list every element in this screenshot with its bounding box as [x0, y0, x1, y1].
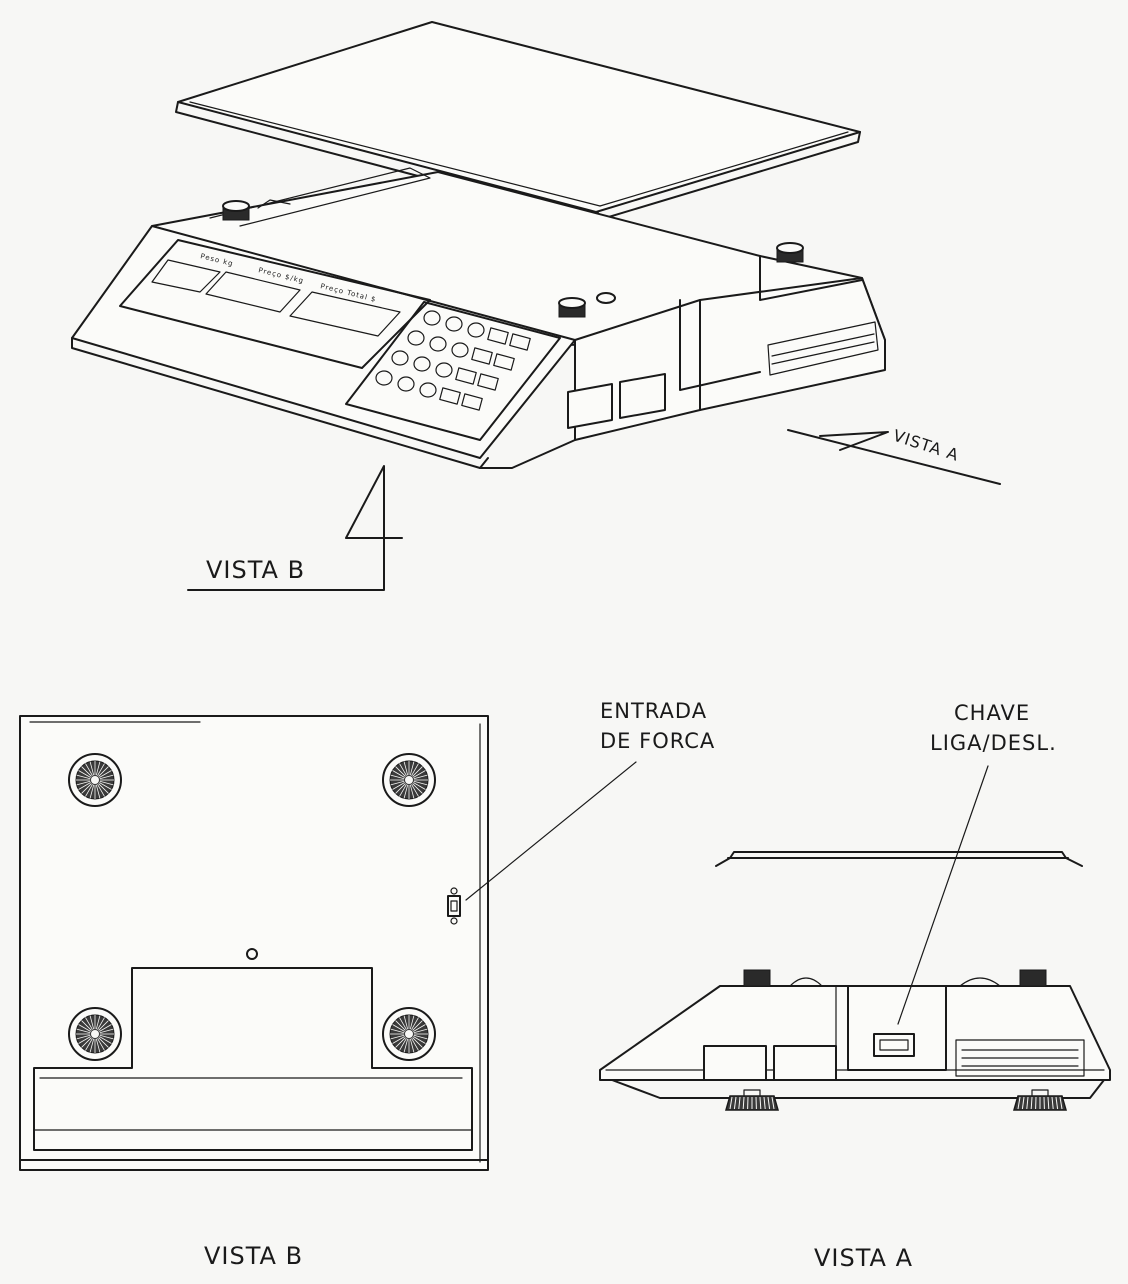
vista-a-arrow: VISTA A [788, 426, 1000, 484]
chave-label-line2: LIGA/DESL. [930, 731, 1057, 755]
vista-b-arrow: VISTA B [188, 466, 402, 590]
vista-b-arrow-label: VISTA B [206, 556, 305, 584]
rubber-foot [383, 1008, 435, 1060]
caption-vista-a: VISTA A [814, 1244, 913, 1272]
rubber-foot [69, 754, 121, 806]
caption-vista-b: VISTA B [204, 1242, 303, 1270]
isometric-scale-view: Peso kg Preço $/kg Preço Total $ VISTA A… [72, 22, 1000, 590]
scale-base [72, 168, 885, 468]
vista-b-bottom-view: ENTRADA DE FORCA VISTA B [20, 699, 715, 1270]
leveling-knob [559, 298, 585, 317]
platter-side [716, 852, 1082, 866]
rubber-foot [69, 1008, 121, 1060]
rubber-foot [383, 754, 435, 806]
entrada-label-line2: DE FORCA [600, 729, 715, 753]
entrada-label-line1: ENTRADA [600, 699, 707, 723]
side-feet [726, 1090, 1066, 1110]
chave-label-line1: CHAVE [954, 701, 1030, 725]
leveling-foot [1014, 1090, 1066, 1110]
leveling-foot [726, 1090, 778, 1110]
vista-a-side-view: CHAVE LIGA/DESL. VISTA A [600, 701, 1110, 1272]
leveling-knob [223, 201, 249, 220]
leveling-knob [1020, 970, 1046, 986]
leader-line [466, 762, 636, 900]
leveling-knob [777, 243, 803, 262]
leveling-knob [744, 970, 770, 986]
